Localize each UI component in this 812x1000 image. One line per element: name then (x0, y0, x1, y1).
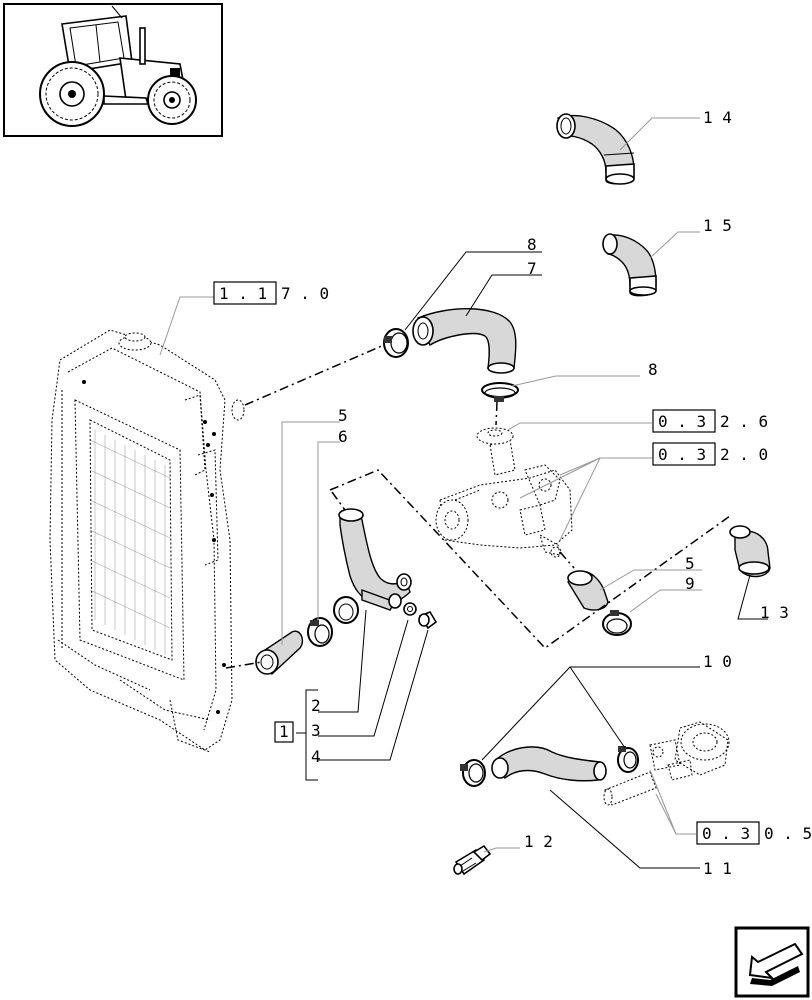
callout-8-lower: 8 (648, 360, 658, 379)
svg-text:0 . 3: 0 . 3 (658, 445, 706, 464)
callout-10: 1 0 (703, 652, 732, 671)
callout-8-upper: 8 (527, 235, 537, 254)
callout-2: 2 (311, 696, 321, 715)
hose-11 (491, 746, 607, 782)
flow-lines (225, 344, 731, 669)
screw-4 (418, 611, 438, 630)
callout-6: 6 (338, 427, 348, 446)
svg-text:2 . 6: 2 . 6 (720, 412, 768, 431)
callout-13: 1 3 (760, 603, 789, 622)
water-pump (435, 427, 573, 558)
callout-14: 1 4 (703, 108, 732, 127)
washer-3 (403, 602, 417, 616)
callout-12: 1 2 (524, 832, 553, 851)
callout-5-right: 5 (685, 554, 695, 573)
clamp-10-left (460, 759, 486, 787)
sensor-12 (453, 844, 492, 876)
svg-text:7 . 0: 7 . 0 (281, 284, 329, 303)
leader-lines (159, 117, 768, 869)
svg-text:0 . 5: 0 . 5 (764, 824, 812, 843)
callout-15: 1 5 (703, 216, 732, 235)
clamp-8-upper (383, 328, 409, 358)
hose-15 (602, 233, 657, 297)
svg-text:1 . 1: 1 . 1 (219, 284, 267, 303)
hose-6-sleeve (333, 596, 359, 624)
hose-7 (412, 308, 517, 374)
clamp-6 (307, 617, 333, 647)
ref-1170[interactable]: 1 . 1 7 . 0 (213, 281, 329, 305)
callout-5-left: 5 (338, 406, 348, 425)
callout-3: 3 (311, 721, 321, 740)
svg-text:0 . 3: 0 . 3 (702, 824, 750, 843)
arrow-nav-icon[interactable] (734, 926, 810, 998)
clamp-10-right (617, 746, 639, 773)
svg-text:0 . 3: 0 . 3 (658, 412, 706, 431)
hose-5-right (567, 570, 609, 611)
clamp-8-lower (481, 382, 519, 402)
clamp-9 (602, 610, 632, 636)
ref-0326[interactable]: 0 . 3 2 . 6 (652, 409, 768, 433)
pipe-2 (338, 508, 412, 611)
hose-14 (556, 113, 635, 185)
hose-13 (729, 525, 771, 578)
tractor-thumbnail-icon[interactable] (3, 3, 223, 137)
svg-text:2 . 0: 2 . 0 (720, 445, 768, 464)
callout-4: 4 (311, 747, 321, 766)
ref-0320[interactable]: 0 . 3 2 . 0 (652, 442, 768, 466)
radiator (49, 329, 245, 753)
ref-0305[interactable]: 0 . 3 0 . 5 (696, 821, 812, 845)
callout-11: 1 1 (703, 859, 732, 878)
thermostat-housing (603, 721, 730, 806)
hose-5-left (255, 630, 304, 676)
callout-7: 7 (527, 259, 537, 278)
callout-1: 1 (279, 722, 289, 741)
callout-9: 9 (685, 574, 695, 593)
